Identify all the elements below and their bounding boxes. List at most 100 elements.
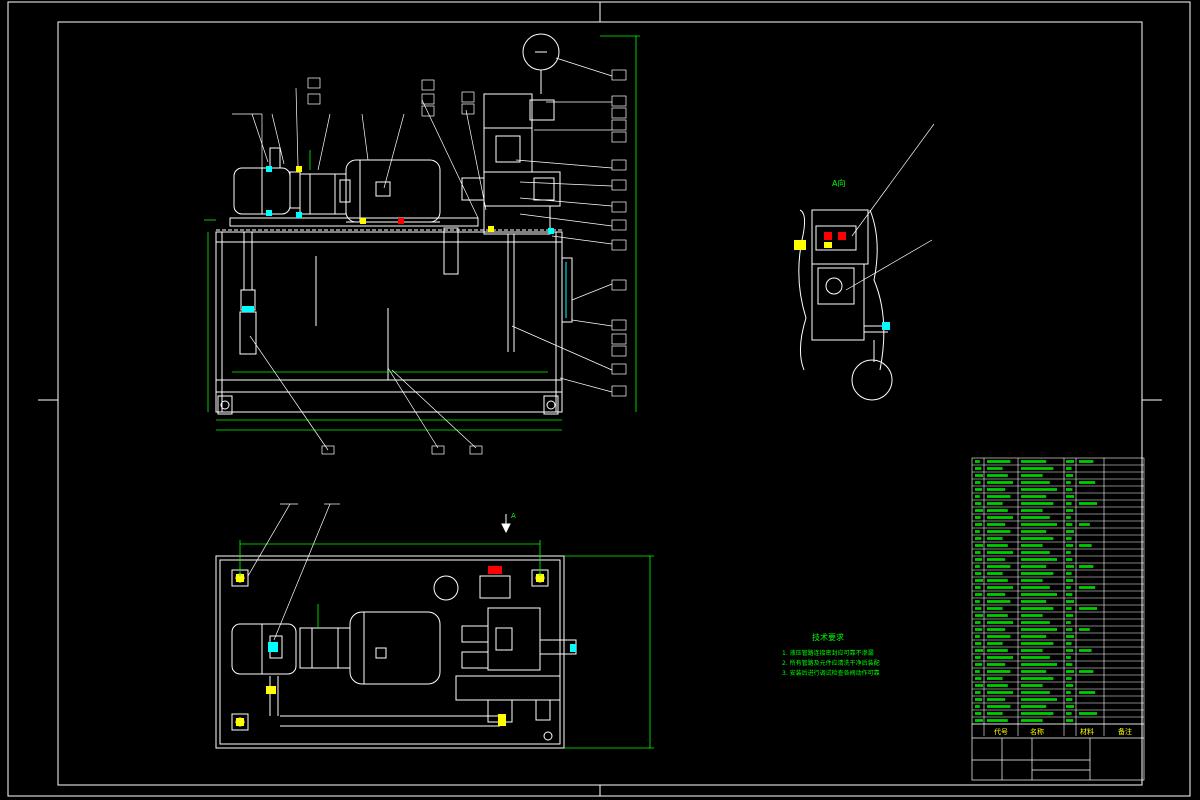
col-header-remark: 备注 [1118, 727, 1132, 736]
bom-cell-mark [987, 586, 1013, 589]
bom-cell-mark [987, 600, 1011, 603]
bom-cell-mark [1021, 558, 1057, 561]
bom-cell-mark [987, 698, 1006, 701]
bom-cell-mark [1066, 586, 1071, 589]
bom-cell-mark [987, 663, 1006, 666]
bom-fill [975, 460, 1097, 722]
bom-rows [972, 464, 1144, 718]
bom-cell-mark [987, 495, 1011, 498]
bom-cell-mark [1066, 684, 1074, 687]
bom-cell-mark [1066, 516, 1071, 519]
bom-cell-mark [987, 656, 1013, 659]
bom-cell-mark [987, 516, 1013, 519]
bom-cell-mark [1066, 509, 1074, 512]
bom-cell-mark [1021, 593, 1057, 596]
bom-cell-mark [975, 614, 983, 617]
bom-cell-mark [1066, 502, 1072, 505]
bom-cell-mark [975, 523, 983, 526]
bom-cell-mark [1021, 698, 1057, 701]
bom-cell-mark [1021, 600, 1047, 603]
oil-tank-icon [215, 231, 563, 413]
bom-cell-mark [1021, 635, 1047, 638]
bom-cell-mark [1021, 495, 1047, 498]
bom-cell-mark [1066, 614, 1074, 617]
bom-cell-mark [987, 593, 1006, 596]
bom-cell-mark [1021, 719, 1043, 722]
auxiliary-view [798, 209, 893, 401]
top-dimensions [239, 540, 654, 749]
bom-cell-mark [1066, 551, 1071, 554]
bom-cell-mark [987, 551, 1013, 554]
bom-cell-mark [987, 565, 1011, 568]
bom-cell-mark [1066, 628, 1073, 631]
bom-cell-mark [1079, 460, 1094, 463]
bom-cell-mark [1021, 628, 1057, 631]
pressure-gauge-icon [522, 33, 560, 94]
pump-icon [233, 147, 301, 215]
bom-cell-mark [987, 572, 1003, 575]
bom-cell-mark [1066, 621, 1071, 624]
bom-cell-mark [975, 516, 981, 519]
bom-cell-mark [1066, 474, 1074, 477]
auxiliary-view-label: A向 [832, 178, 845, 188]
bom-cell-mark [987, 705, 1011, 708]
bom-cell-mark [1066, 656, 1071, 659]
bom-cell-mark [1021, 586, 1050, 589]
bom-cell-mark [1021, 607, 1054, 610]
bom-cell-mark [1021, 614, 1043, 617]
valve-block-icon [461, 93, 561, 352]
bom-cell-mark [987, 712, 1003, 715]
bom-cell-mark [1079, 712, 1097, 715]
bom-cell-mark [987, 621, 1013, 624]
bom-cell-mark [1021, 481, 1050, 484]
bom-cell-mark [987, 530, 1011, 533]
bom-cell-mark [975, 579, 983, 582]
bom-cell-mark [987, 649, 1008, 652]
bom-cell-mark [975, 698, 983, 701]
bom-cell-mark [987, 719, 1008, 722]
bom-cell-mark [1021, 488, 1057, 491]
bom-cell-mark [987, 635, 1011, 638]
bom-cell-mark [1066, 705, 1074, 708]
bom-cell-mark [987, 523, 1006, 526]
bom-cell-mark [975, 544, 983, 547]
bom-cell-mark [975, 670, 980, 673]
bom-cell-mark [1079, 649, 1092, 652]
bom-cell-mark [975, 565, 980, 568]
bom-cell-mark [975, 684, 983, 687]
requirement-1: 1. 液压管路连接密封应可靠不渗漏 [782, 650, 874, 657]
bom-cell-mark [1021, 544, 1043, 547]
bom-cell-mark [975, 593, 983, 596]
bom-cell-mark [975, 600, 980, 603]
bom-cell-mark [1066, 523, 1073, 526]
requirement-2: 2. 所有管路及元件应清洗干净后装配 [782, 660, 880, 667]
bom-cell-mark [1021, 691, 1050, 694]
bom-cell-mark [1066, 600, 1074, 603]
bom-cell-mark [987, 642, 1003, 645]
bom-cell-mark [1066, 719, 1074, 722]
bom-cell-mark [1066, 467, 1072, 470]
bom-cell-mark [1066, 712, 1072, 715]
col-header-name: 名称 [1030, 727, 1044, 736]
bom-cell-mark [987, 474, 1008, 477]
bom-cell-mark [975, 481, 981, 484]
bom-cell-mark [1021, 579, 1043, 582]
bom-cell-mark [1079, 481, 1096, 484]
balloon-labels [307, 69, 627, 455]
bom-cell-mark [1021, 474, 1043, 477]
direction-arrow-icon [501, 514, 511, 534]
bom-cell-mark [1079, 670, 1094, 673]
bom-cell-mark [1079, 523, 1090, 526]
bom-cell-mark [1066, 698, 1073, 701]
bom-cell-mark [987, 628, 1006, 631]
bom-cell-mark [987, 691, 1013, 694]
bom-cell-mark [975, 642, 982, 645]
bom-cell-mark [987, 509, 1008, 512]
bom-cell-mark [987, 467, 1003, 470]
bom-cell-mark [987, 684, 1008, 687]
bom-cell-mark [1021, 684, 1043, 687]
bom-cell-mark [1021, 712, 1054, 715]
bom-cell-mark [975, 607, 982, 610]
